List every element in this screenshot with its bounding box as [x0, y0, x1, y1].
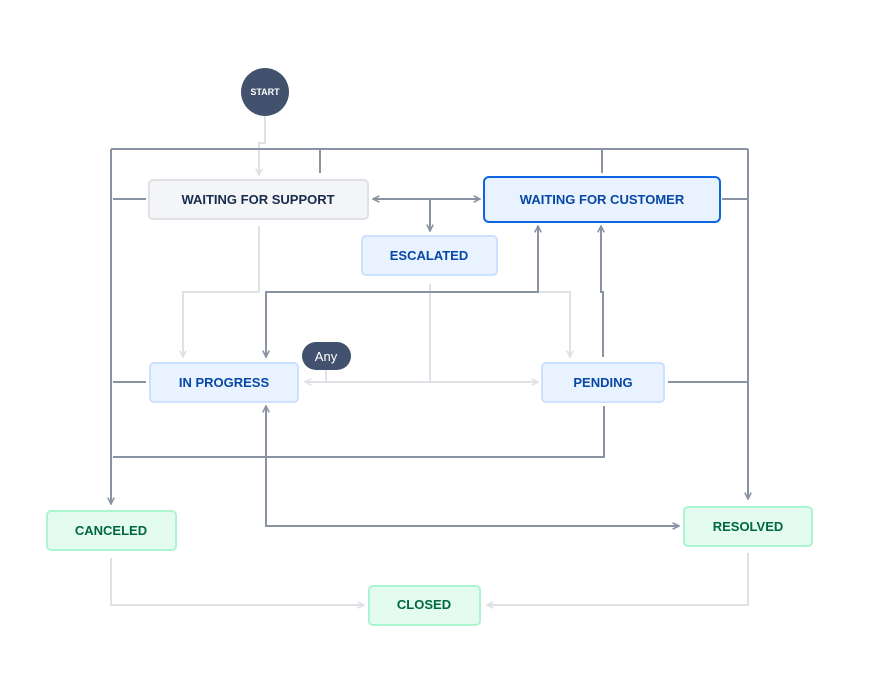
status-label: ESCALATED: [390, 248, 468, 263]
status-pending[interactable]: PENDING: [541, 362, 665, 403]
status-label: CLOSED: [397, 597, 451, 612]
status-escalated[interactable]: ESCALATED: [361, 235, 498, 276]
status-box: [46, 510, 177, 551]
start-label: START: [250, 87, 280, 97]
status-label: RESOLVED: [713, 519, 784, 534]
any-label: Any: [315, 349, 338, 364]
status-closed[interactable]: CLOSED: [368, 585, 481, 626]
status-canceled[interactable]: CANCELED: [46, 510, 177, 551]
status-in-progress[interactable]: IN PROGRESS: [149, 362, 299, 403]
active-transitions: [111, 148, 748, 526]
any-pill: [302, 342, 351, 370]
transition-in-progress-waiting-for-customer[interactable]: [266, 226, 538, 357]
status-box: [368, 585, 481, 626]
status-box: [361, 235, 498, 276]
transition-resolved-to-closed[interactable]: [487, 553, 749, 605]
transition-start-to-waiting-for-support[interactable]: [259, 116, 266, 175]
status-label: WAITING FOR CUSTOMER: [520, 192, 685, 207]
status-box: [683, 506, 813, 547]
status-box: [149, 362, 299, 403]
status-waiting-for-support[interactable]: WAITING FOR SUPPORT: [148, 179, 369, 220]
transition-in-progress-resolved[interactable]: [266, 406, 679, 526]
status-label: WAITING FOR SUPPORT: [181, 192, 334, 207]
status-label: CANCELED: [75, 523, 147, 538]
transition-pending-to-canceled-row[interactable]: [113, 406, 605, 458]
status-label: PENDING: [573, 375, 632, 390]
transition-to-pending-top[interactable]: [430, 291, 570, 357]
status-label: IN PROGRESS: [179, 375, 270, 390]
status-box: [148, 179, 369, 220]
transition-to-in-progress-left[interactable]: [183, 291, 259, 357]
start-circle: [241, 68, 289, 116]
start-node[interactable]: START: [241, 68, 289, 116]
status-box-selected: [483, 176, 721, 223]
status-resolved[interactable]: RESOLVED: [683, 506, 813, 547]
status-box: [541, 362, 665, 403]
transition-canceled-to-closed[interactable]: [110, 558, 364, 605]
any-transition-node[interactable]: Any: [302, 342, 351, 370]
status-waiting-for-customer[interactable]: WAITING FOR CUSTOMER: [483, 176, 721, 223]
transition-pending-to-waiting-for-customer[interactable]: [601, 226, 603, 357]
